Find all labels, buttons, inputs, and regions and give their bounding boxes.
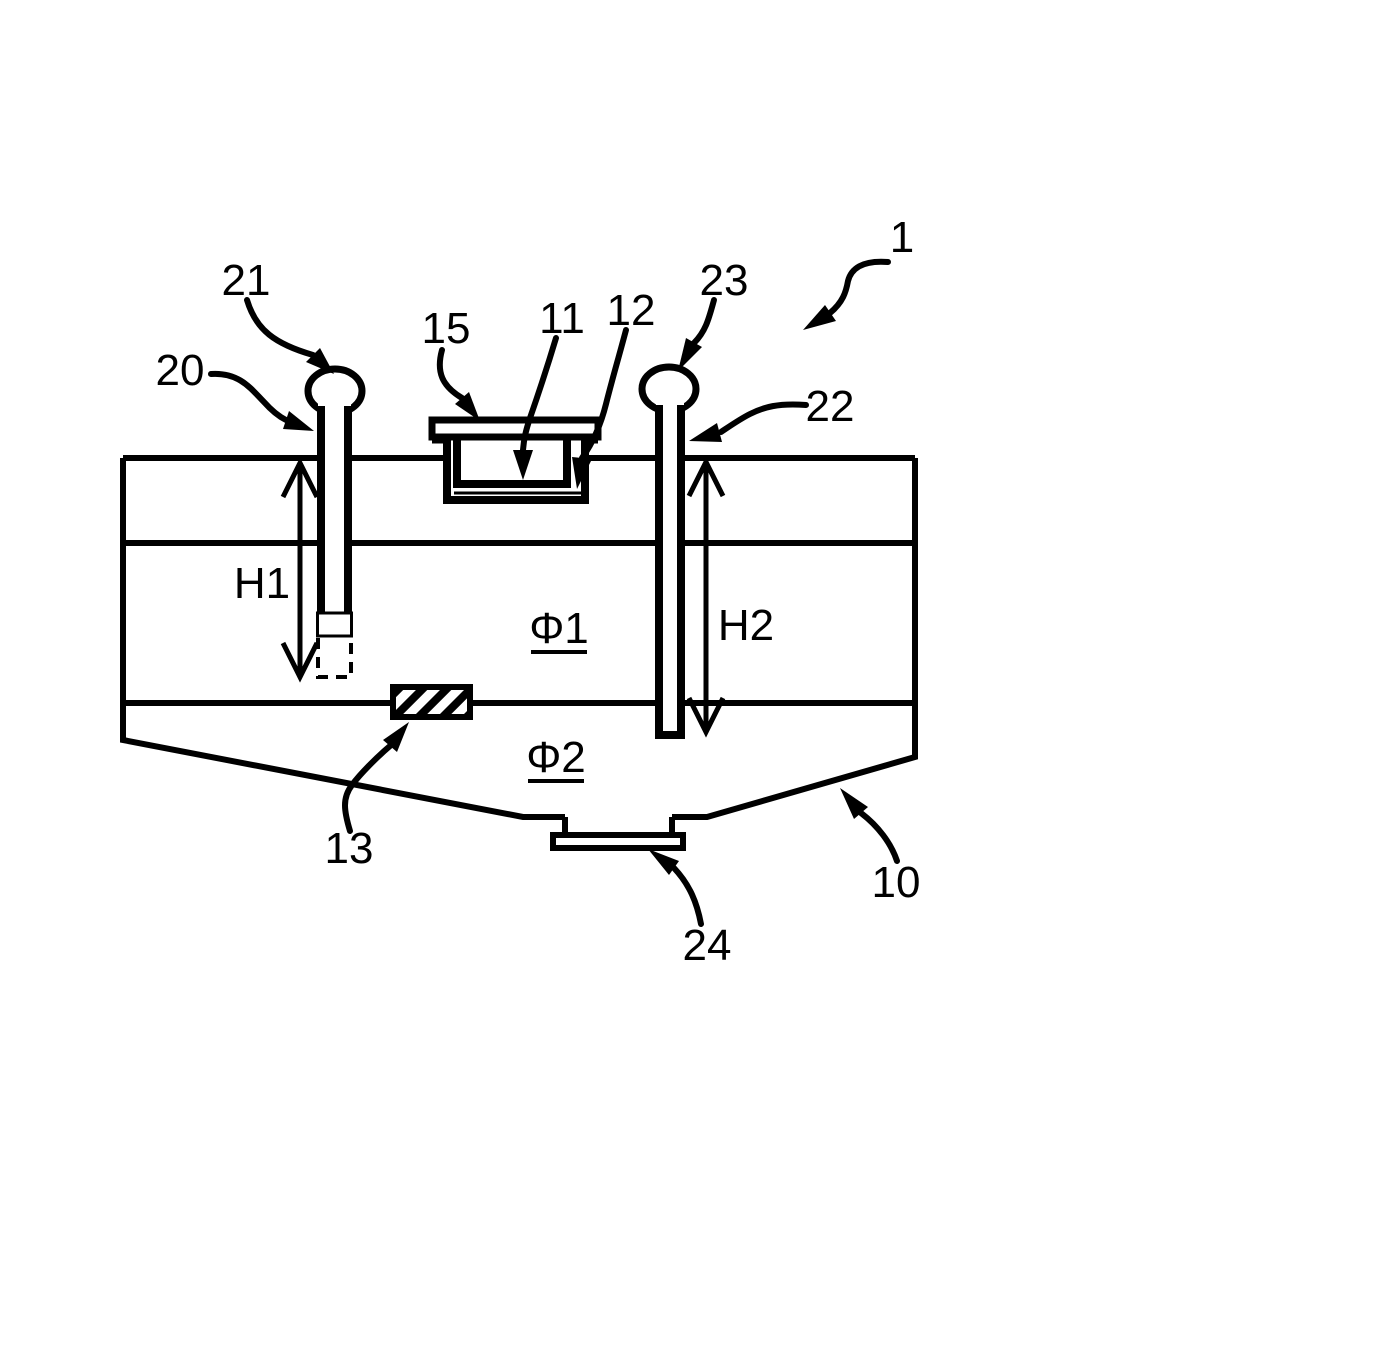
left-tube-dashed-extension — [316, 638, 353, 679]
interface-sensor-hatch — [390, 684, 473, 720]
arrowhead-24 — [648, 849, 679, 875]
leader-24 — [671, 865, 704, 927]
left-dip-tube — [304, 365, 366, 679]
arrowhead-21 — [306, 348, 334, 374]
arrowhead-15 — [455, 392, 480, 421]
label-15: 15 — [422, 304, 471, 353]
tank-right-wall-and-bottom — [672, 458, 918, 820]
labels: 21 20 15 11 12 23 1 22 H1 H2 Φ1 Φ2 13 24… — [156, 213, 921, 970]
label-12: 12 — [607, 286, 656, 335]
arrowhead-20 — [283, 411, 314, 431]
basket-lid — [428, 416, 602, 441]
tank-vessel — [120, 455, 918, 820]
label-22: 22 — [806, 382, 855, 431]
label-24: 24 — [683, 921, 732, 970]
arrowhead-11 — [513, 450, 533, 480]
right-dip-tube — [638, 363, 700, 739]
arrowhead-1 — [803, 305, 836, 330]
leader-15 — [436, 347, 465, 401]
leader-1 — [827, 258, 891, 316]
suspended-basket — [428, 416, 602, 505]
left-tube-end-segment — [316, 611, 353, 638]
h2-arrowhead-down — [686, 696, 726, 738]
h2-dimension-arrow — [686, 456, 726, 738]
leader-12 — [579, 327, 629, 461]
leader-22 — [718, 401, 809, 435]
arrowhead-23 — [678, 338, 702, 371]
arrowhead-13 — [383, 722, 409, 752]
h1-dimension-arrow — [280, 457, 320, 683]
h1-arrowhead-down — [280, 641, 320, 683]
label-23: 23 — [700, 256, 749, 305]
leader-23 — [691, 297, 717, 346]
label-10: 10 — [872, 858, 921, 907]
leader-arrows — [208, 258, 900, 927]
label-20: 20 — [156, 346, 205, 395]
leader-11 — [520, 335, 559, 453]
label-h2: H2 — [718, 601, 774, 650]
leader-10 — [858, 810, 900, 864]
label-h1: H1 — [234, 559, 290, 608]
arrowhead-10 — [840, 788, 868, 819]
inner-basket — [453, 437, 571, 488]
tank-left-wall-and-bottom — [120, 458, 565, 820]
leader-13 — [342, 743, 393, 834]
label-11: 11 — [539, 294, 585, 343]
arrowhead-22 — [689, 423, 722, 442]
h1-arrowhead-up — [280, 457, 320, 499]
label-phase-1: Φ1 — [529, 604, 589, 653]
label-13: 13 — [325, 824, 374, 873]
outlet-flange — [550, 832, 686, 851]
label-1: 1 — [890, 213, 914, 262]
label-phase-2: Φ2 — [526, 733, 586, 782]
h2-arrowhead-up — [686, 456, 726, 498]
leader-20 — [208, 370, 289, 423]
leader-21 — [244, 297, 316, 358]
arrowhead-12 — [572, 457, 592, 489]
label-21: 21 — [222, 256, 271, 305]
bottom-outlet — [550, 817, 686, 851]
